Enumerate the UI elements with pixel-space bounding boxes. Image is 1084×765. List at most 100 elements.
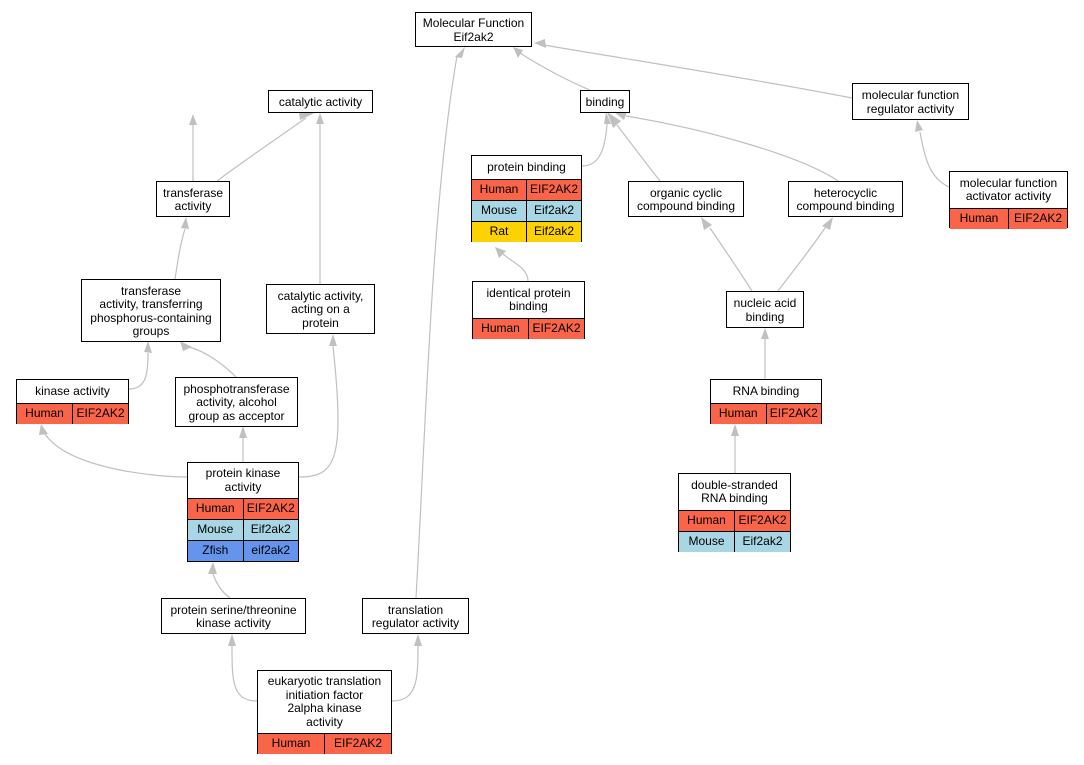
species-label: Human <box>195 501 235 516</box>
edge-eif2a_kinase-to-ser_thr_kinase <box>231 645 258 702</box>
go-term-label: heterocyclic compound binding <box>796 185 895 213</box>
go-term-node-catalytic[interactable]: catalytic activity <box>268 90 373 113</box>
edge-mf_regulator-to-mf_root <box>543 44 853 99</box>
edge-protein_binding-to-binding <box>581 123 608 167</box>
species-label: Human <box>271 736 311 751</box>
arrowhead-catalytic-to-mf_root <box>299 111 319 120</box>
gene-label: Eif2ak2 <box>526 201 581 221</box>
gene-label: Eif2ak2 <box>526 222 581 242</box>
arrowhead-protein_kinase-to-kinase <box>39 424 48 435</box>
go-term-node-nucleic-acid[interactable]: nucleic acid binding <box>726 291 804 328</box>
species-label: Rat <box>489 224 509 239</box>
go-term-label: double-stranded RNA binding <box>691 477 778 505</box>
species-label: Mouse <box>688 534 725 549</box>
go-term-node-heterocyclic[interactable]: heterocyclic compound binding <box>788 181 903 217</box>
annotation-row-human[interactable]: Human EIF2AK2 <box>472 179 581 200</box>
go-term-label: molecular function activator activity <box>959 175 1058 203</box>
gene-label: Eif2ak2 <box>734 532 790 552</box>
annotation-row-mouse[interactable]: Mouse Eif2ak2 <box>472 200 581 221</box>
go-term-label: kinase activity <box>35 383 110 398</box>
gene-label: EIF2AK2 <box>526 180 581 200</box>
species-label: Human <box>718 406 758 421</box>
arrowhead-heterocyclic-to-binding <box>614 112 627 120</box>
edge-transferase_phos-to-transferase <box>174 228 186 280</box>
go-term-node-organic-cyclic[interactable]: organic cyclic compound binding <box>628 181 744 217</box>
arrowhead-rna_binding-to-nucleic_acid <box>761 328 769 339</box>
go-term-node-phosphotransferase[interactable]: phosphotransferase activity, alcohol gro… <box>175 377 298 427</box>
edge-nucleic_acid-to-organic_cyclic <box>709 227 753 292</box>
go-term-label: catalytic activity <box>278 94 363 109</box>
go-term-label: eukaryotic translation initiation factor… <box>267 674 382 729</box>
species-label: Human <box>479 182 519 197</box>
gene-label: EIF2AK2 <box>72 404 128 424</box>
go-term-label: Molecular Function Eif2ak2 <box>422 16 525 44</box>
arrowhead-transferase-to-catalytic <box>189 114 197 125</box>
go-term-label: organic cyclic compound binding <box>636 185 736 213</box>
go-term-node-mf-root[interactable]: Molecular Function Eif2ak2 <box>415 12 532 47</box>
arrowhead-kinase-to-transferase_phos <box>144 341 152 353</box>
arrowhead-protein_binding-to-binding <box>604 112 611 124</box>
go-term-label: RNA binding <box>732 383 800 398</box>
arrowhead-protein_kinase-to-catalytic_protein <box>329 334 337 346</box>
annotation-row-human[interactable]: Human EIF2AK2 <box>17 403 128 424</box>
go-term-node-ser-thr-kinase[interactable]: protein serine/threonine kinase activity <box>161 598 306 634</box>
arrowhead-nucleic_acid-to-organic_cyclic <box>701 217 712 230</box>
edge-ser_thr_kinase-to-protein_kinase <box>212 573 231 599</box>
go-term-node-catalytic-protein[interactable]: catalytic activity, acting on a protein <box>266 284 375 334</box>
edge-protein_kinase-to-kinase <box>44 433 188 478</box>
go-term-label: translation regulator activity <box>371 602 460 630</box>
go-term-label: phosphotransferase activity, alcohol gro… <box>183 381 290 423</box>
annotation-row-human[interactable]: Human EIF2AK2 <box>188 498 298 519</box>
gene-label: EIF2AK2 <box>242 499 299 519</box>
go-term-label: transferase activity <box>162 185 224 213</box>
edge-organic_cyclic-to-binding <box>616 124 661 182</box>
arrowhead-eif2a_kinase-to-translation_reg <box>414 634 422 646</box>
edge-eif2a_kinase-to-translation_reg <box>391 645 419 702</box>
arrowhead-eif2a_kinase-to-ser_thr_kinase <box>228 634 236 646</box>
arrowhead-transferase_phos-to-transferase <box>181 217 189 229</box>
gene-label: EIF2AK2 <box>734 511 790 531</box>
arrowhead-catalytic_protein-to-catalytic <box>316 113 324 124</box>
species-label: Human <box>687 513 726 528</box>
go-term-node-eif2a-kinase[interactable]: eukaryotic translation initiation factor… <box>257 670 392 754</box>
arrowhead-mf_regulator-to-mf_root <box>534 39 546 48</box>
annotation-row-human[interactable]: Human EIF2AK2 <box>679 510 790 531</box>
species-label: Human <box>959 211 999 226</box>
go-term-label: protein binding <box>487 159 566 174</box>
arrowhead-mf_activator-to-mf_regulator <box>915 120 923 132</box>
go-term-node-transferase-phos[interactable]: transferase activity, transferring phosp… <box>81 279 221 342</box>
go-term-label: protein kinase activity <box>205 466 281 494</box>
go-term-node-binding[interactable]: binding <box>580 90 630 113</box>
edge-nucleic_acid-to-heterocyclic <box>777 227 826 292</box>
edge-phosphotransferase-to-transferase_phos <box>188 346 237 378</box>
species-label: Zfish <box>202 543 229 558</box>
species-label: Human <box>25 406 64 421</box>
edge-identical_protein-to-protein_binding <box>502 253 529 282</box>
go-term-label: identical protein binding <box>486 285 571 313</box>
go-term-node-mf-regulator[interactable]: molecular function regulator activity <box>852 83 969 120</box>
species-label: Mouse <box>480 203 518 218</box>
annotation-row-rat[interactable]: Rat Eif2ak2 <box>472 221 581 242</box>
go-term-node-translation-reg[interactable]: translation regulator activity <box>362 598 469 634</box>
annotation-row-mouse[interactable]: Mouse Eif2ak2 <box>679 531 790 552</box>
arrowhead-translation_reg-to-mf_root <box>455 47 465 58</box>
gene-label: EIF2AK2 <box>528 319 584 339</box>
go-term-node-transferase[interactable]: transferase activity <box>156 181 230 217</box>
arrowhead-protein_kinase-to-phosphotransferase <box>239 426 247 438</box>
arrowhead-phosphotransferase-to-transferase_phos <box>180 341 192 351</box>
arrowhead-binding-to-mf_root <box>513 47 523 58</box>
